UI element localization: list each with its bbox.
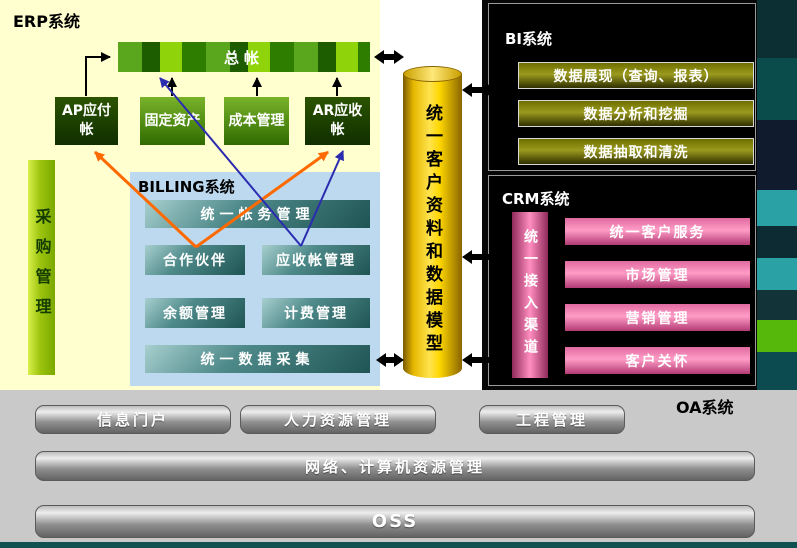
- oa-hr-bar: 人力资源管理: [240, 405, 436, 434]
- crm-item-service: 统一客户服务: [565, 218, 750, 245]
- billing-charging: 计费管理: [262, 298, 370, 328]
- data-model-label: 统一客户资料和数据模型: [422, 103, 442, 357]
- access-channel-bar: 统一接入渠道: [512, 212, 548, 378]
- bottom-strip: [0, 542, 797, 548]
- cylinder-body: [403, 74, 462, 378]
- crm-item-marketing: 营销管理: [565, 304, 750, 331]
- erp-module-ap: AP应付帐: [55, 97, 118, 145]
- billing-partners: 合作伙伴: [145, 245, 245, 275]
- billing-unified-accounting: 统一帐务管理: [145, 200, 370, 228]
- crm-title: CRM系统: [502, 190, 570, 208]
- bi-title: BI系统: [505, 30, 553, 48]
- oa-portal-bar: 信息门户: [35, 405, 231, 434]
- general-ledger-bar: 总帐: [118, 42, 370, 72]
- procurement-bar: 采购管理: [28, 160, 55, 375]
- crm-item-market: 市场管理: [565, 261, 750, 288]
- oa-network-bar: 网络、计算机资源管理: [35, 451, 755, 481]
- oa-title: OA系统: [676, 398, 734, 417]
- billing-receivables: 应收帐管理: [262, 245, 370, 275]
- erp-title: ERP系统: [13, 12, 80, 31]
- oa-oss-bar: OSS: [35, 505, 755, 538]
- arrow-billing-datamodel: [376, 353, 404, 367]
- bi-item-analysis: 数据分析和挖掘: [518, 100, 754, 127]
- billing-data-collection: 统一数据采集: [145, 345, 370, 373]
- erp-module-fixed-assets: 固定资产: [140, 97, 205, 145]
- billing-title: BILLING系统: [138, 178, 235, 196]
- data-model-cylinder: 统一客户资料和数据模型: [403, 66, 462, 378]
- bi-item-presentation: 数据展现（查询、报表）: [518, 62, 754, 89]
- oa-engineering-bar: 工程管理: [479, 405, 625, 434]
- erp-module-cost: 成本管理: [224, 97, 289, 145]
- background-stripes: [757, 0, 797, 390]
- cylinder-top-ellipse: [403, 66, 462, 82]
- billing-balance: 余额管理: [145, 298, 245, 328]
- erp-module-ar: AR应收帐: [305, 97, 370, 145]
- bi-item-extraction: 数据抽取和清洗: [518, 138, 754, 165]
- crm-item-care: 客户关怀: [565, 347, 750, 374]
